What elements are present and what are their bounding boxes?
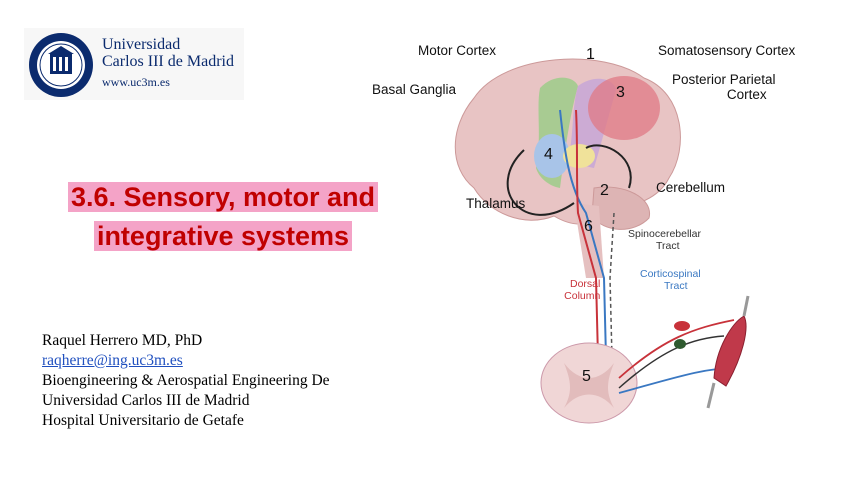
- label-motor-cortex: Motor Cortex: [418, 43, 497, 58]
- label-spinocerebellar-line1: Spinocerebellar: [628, 228, 701, 240]
- university-name: Universidad Carlos III de Madrid www.uc3…: [102, 36, 234, 91]
- tendon-icon: [706, 382, 716, 409]
- label-corticospinal-line1: Corticospinal: [640, 268, 701, 280]
- cerebellum-shape: [591, 186, 650, 230]
- label-basal-ganglia: Basal Ganglia: [372, 82, 457, 97]
- label-posterior-parietal: Posterior Parietal Cortex: [672, 72, 776, 102]
- loop-arrow-right: [585, 144, 632, 189]
- muscle-icon: [713, 315, 747, 387]
- parietal-region: [588, 76, 660, 140]
- marker-number-2: 2: [600, 182, 609, 199]
- spinocerebellar-path: [609, 212, 615, 389]
- slide-title-line1: 3.6. Sensory, motor and: [67, 182, 379, 212]
- university-url: www.uc3m.es: [102, 75, 170, 89]
- university-seal-icon: [29, 33, 93, 97]
- label-cerebellum: Cerebellum: [656, 180, 726, 195]
- university-name-line2: Carlos III de Madrid: [102, 53, 234, 70]
- thalamus-region: [563, 144, 595, 168]
- corticospinal-path: [559, 109, 607, 388]
- marker-number-1: 1: [586, 46, 595, 63]
- university-logo: Universidad Carlos III de Madrid www.uc3…: [24, 28, 244, 100]
- loop-arrow-left: [506, 149, 575, 216]
- label-posterior-parietal-line2: Cortex: [726, 87, 767, 102]
- dorsal-root-ganglion-icon: [674, 321, 690, 331]
- label-dorsal-column: Dorsal Column: [560, 278, 600, 302]
- author-block: Raquel Herrero MD, PhD raqherre@ing.uc3m…: [42, 331, 330, 431]
- diagram-illustration: [454, 58, 750, 424]
- author-hospital: Hospital Universitario de Getafe: [42, 412, 244, 429]
- author-university: Universidad Carlos III de Madrid: [42, 392, 250, 409]
- university-name-line1: Universidad: [102, 36, 181, 53]
- marker-number-4: 4: [544, 146, 553, 163]
- marker-number-5: 5: [582, 368, 591, 385]
- ganglion-dark-icon: [674, 339, 686, 349]
- author-department: Bioengineering & Aerospatial Engineering…: [42, 372, 330, 389]
- label-somatosensory-cortex: Somatosensory Cortex: [658, 43, 796, 58]
- nerve-sensory: [618, 319, 735, 379]
- tendon-top-icon: [742, 295, 750, 317]
- label-corticospinal-line2: Tract: [664, 280, 688, 292]
- label-spinocerebellar-tract: Spinocerebellar Tract: [628, 228, 701, 252]
- brainstem-shape: [574, 203, 604, 278]
- label-thalamus: Thalamus: [466, 196, 526, 211]
- label-corticospinal-tract: Corticospinal Tract: [640, 268, 701, 292]
- marker-number-3: 3: [616, 84, 625, 101]
- author-email-link[interactable]: raqherre@ing.uc3m.es: [42, 352, 183, 369]
- label-dorsal-line2: Column: [564, 290, 601, 302]
- author-name: Raquel Herrero MD, PhD: [42, 332, 203, 349]
- label-spinocerebellar-line2: Tract: [656, 240, 680, 252]
- basal-ganglia-region: [534, 134, 570, 178]
- slide-title-line2: integrative systems: [93, 221, 353, 251]
- label-posterior-parietal-line1: Posterior Parietal: [672, 72, 776, 87]
- label-dorsal-line1: Dorsal: [570, 278, 601, 290]
- slide-title: 3.6. Sensory, motor and integrative syst…: [43, 178, 403, 256]
- sensory-path: [575, 109, 600, 389]
- nervous-system-diagram: Motor Cortex Somatosensory Cortex Poster…: [364, 38, 848, 470]
- marker-number-6: 6: [584, 218, 593, 235]
- grey-matter: [564, 363, 614, 408]
